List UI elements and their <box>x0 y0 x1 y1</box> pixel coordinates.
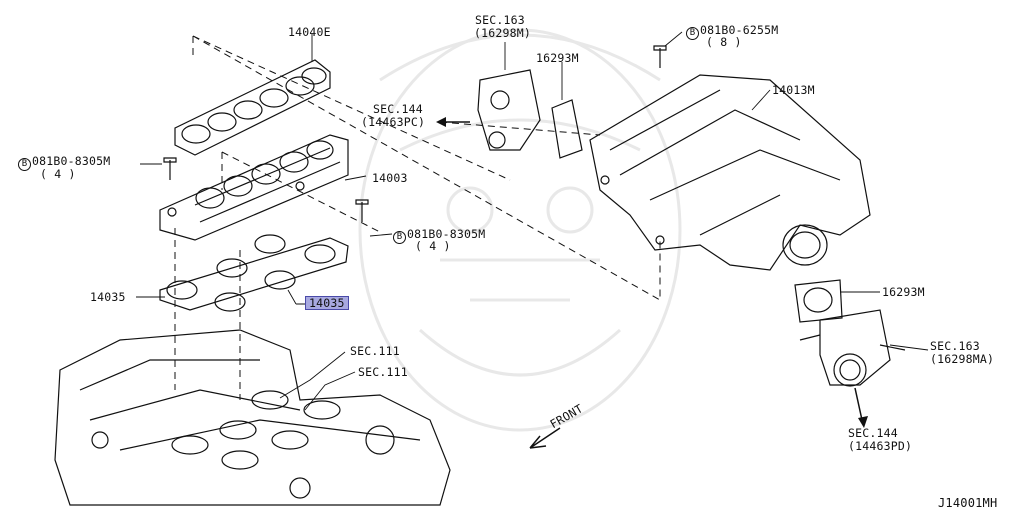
watermark-logo <box>358 28 682 432</box>
collector-14003 <box>159 134 349 241</box>
label-16293m-top: 16293M <box>536 51 579 65</box>
leader-lines <box>136 31 929 411</box>
label-sec163-top-part: (16298M) <box>474 26 531 40</box>
label-16293m-right: 16293M <box>882 285 925 299</box>
bolt-b-icon: B <box>393 231 406 244</box>
label-sec163-right: SEC.163 <box>930 339 980 353</box>
label-bolt-qty-upper: ( 4 ) <box>40 167 76 181</box>
label-sec163-top: SEC.163 <box>475 13 525 27</box>
diagram-code: J14001MH <box>938 496 998 510</box>
label-14035-left: 14035 <box>90 290 126 304</box>
label-bolt-qty-right: ( 8 ) <box>706 35 742 49</box>
collector-14013m <box>589 74 871 271</box>
arrowheads <box>436 117 868 428</box>
label-14035-highlighted[interactable]: 14035 <box>305 296 349 310</box>
label-sec144-left: SEC.144 <box>373 102 423 116</box>
label-sec144-left-part: (14463PC) <box>361 115 426 129</box>
label-14013m: 14013M <box>772 83 815 97</box>
bolt-b-icon: B <box>686 27 699 40</box>
bolt-b-icon: B <box>18 158 31 171</box>
gasket-16293m-right <box>794 279 843 323</box>
label-14040e: 14040E <box>288 25 331 39</box>
gasket-16293m-top <box>551 99 583 159</box>
label-sec144-right-part: (14463PD) <box>848 439 913 453</box>
label-sec111-b: SEC.111 <box>358 365 408 379</box>
engine-block <box>54 329 451 506</box>
arrows <box>444 121 863 449</box>
gasket-14040e <box>174 59 331 156</box>
gasket-14035 <box>159 234 349 312</box>
bolt-shapes <box>163 45 667 222</box>
label-14003: 14003 <box>372 171 408 185</box>
throttle-body-upper <box>477 69 541 151</box>
label-sec111-a: SEC.111 <box>350 344 400 358</box>
throttle-body-right <box>799 309 906 387</box>
line-art <box>54 31 929 506</box>
label-bolt-qty-mid: ( 4 ) <box>415 239 451 253</box>
label-sec163-right-part: (16298MA) <box>930 352 995 366</box>
assembly-dashed-lines <box>174 35 661 400</box>
label-sec144-right: SEC.144 <box>848 426 898 440</box>
